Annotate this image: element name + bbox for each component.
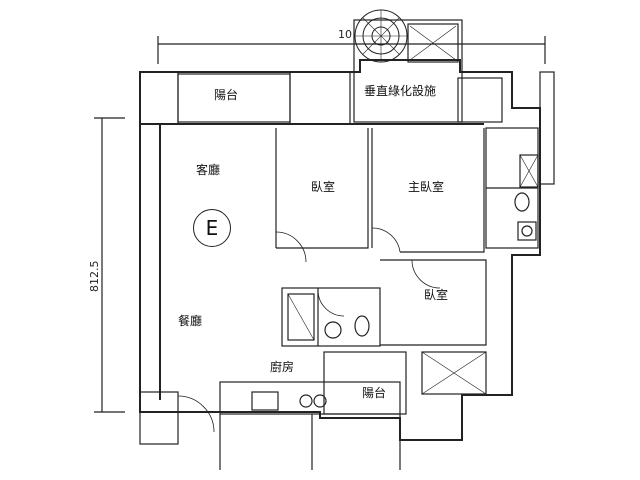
dimension-top-label: 10: [338, 28, 352, 41]
room-label-bedroom-2: 臥室: [424, 288, 449, 302]
room-label-bedroom-1: 臥室: [311, 180, 336, 194]
room-label-living: 客廳: [196, 163, 221, 177]
room-label-kitchen: 廚房: [270, 360, 295, 374]
dimension-left-label: 812.5: [88, 260, 101, 293]
unit-marker: E: [193, 209, 231, 247]
outer-wall: [139, 59, 541, 441]
room-label-balcony-bottom: 陽台: [362, 386, 387, 400]
room-label-dining: 餐廳: [178, 314, 203, 328]
vertical-green-outline: [353, 19, 463, 123]
room-label-balcony-top: 陽台: [214, 88, 239, 102]
common-bath-outline: [281, 287, 381, 347]
bedroom-1-walls: [275, 128, 369, 249]
kitchen-counter: [219, 381, 401, 415]
room-label-master-bedroom: 主臥室: [408, 180, 445, 194]
balcony-bottom-outline: [323, 351, 407, 415]
tree-icon: [354, 9, 408, 63]
bedroom-2-walls: [380, 259, 487, 346]
room-label-vertical-green: 垂直綠化設施: [364, 84, 437, 98]
entry-column: [139, 391, 179, 445]
